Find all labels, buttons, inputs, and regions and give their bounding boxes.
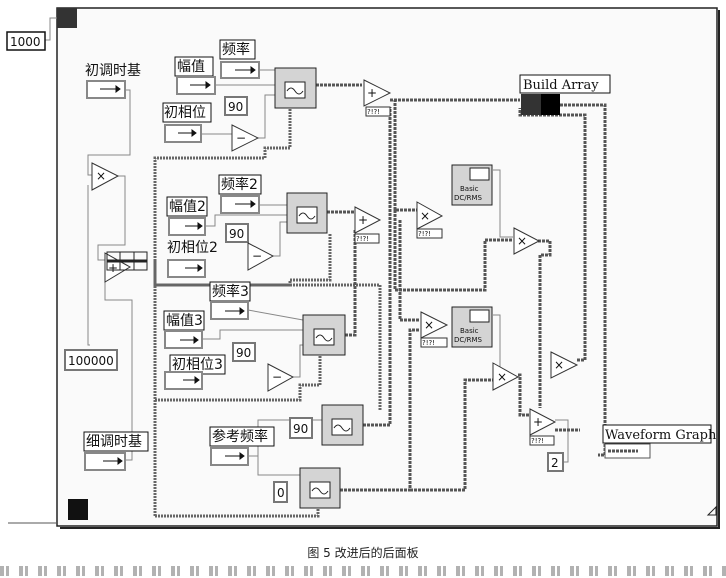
svg-text:90: 90 — [293, 422, 308, 436]
multiply-node-5[interactable]: × — [550, 351, 579, 379]
decorative-border — [0, 566, 726, 576]
svg-text:Basic: Basic — [460, 327, 479, 335]
svg-text:幅值2: 幅值2 — [169, 199, 206, 215]
control-fine-timebase[interactable]: 细调时基 — [83, 431, 149, 471]
svg-text:+: + — [108, 261, 118, 275]
svg-text:Waveform Graph: Waveform Graph — [605, 428, 717, 443]
control-phase[interactable]: 初相位 — [162, 102, 212, 143]
thin-wires — [45, 17, 569, 476]
multiply-node-1[interactable]: ×?!?! — [416, 201, 444, 239]
svg-text:初调时基: 初调时基 — [85, 62, 141, 79]
svg-text:×: × — [424, 318, 434, 332]
control-coarse-timebase[interactable]: 初调时基 — [85, 62, 141, 99]
constant-90-2[interactable]: 90 — [225, 223, 249, 243]
svg-text:?!?!: ?!?! — [356, 235, 369, 243]
svg-text:幅值3: 幅值3 — [166, 313, 203, 329]
svg-text:+: + — [533, 415, 543, 429]
multiply-node-4[interactable]: × — [492, 362, 520, 391]
svg-text:×: × — [420, 209, 430, 223]
fine-scale-constant[interactable]: 100000 — [64, 349, 118, 371]
svg-text:−: − — [252, 249, 262, 263]
svg-text:?!?!: ?!?! — [418, 230, 431, 238]
sine-waveform-vi-2[interactable] — [286, 192, 328, 234]
control-amplitude2[interactable]: 幅值2 — [166, 196, 208, 236]
resize-corner-icon — [706, 505, 717, 516]
svg-text:频率2: 频率2 — [221, 176, 258, 193]
svg-text:参考频率: 参考频率 — [212, 428, 268, 445]
figure-caption: 图 5 改进后的后面板 — [307, 546, 419, 560]
control-frequency[interactable]: 频率 — [219, 39, 260, 79]
loop-iteration-terminal — [57, 8, 77, 28]
svg-text:?!?!: ?!?! — [422, 339, 435, 347]
waveform-wires — [316, 83, 607, 492]
sine-waveform-vi-ref0[interactable] — [299, 467, 341, 509]
multiply-node-2[interactable]: × — [513, 227, 541, 255]
multiply-node-3[interactable]: ×?!?! — [420, 311, 449, 348]
svg-text:0: 0 — [277, 486, 285, 500]
svg-text:?!?!: ?!?! — [367, 108, 380, 116]
svg-text:Basic: Basic — [460, 185, 479, 193]
svg-text:−: − — [236, 131, 246, 145]
svg-text:细调时基: 细调时基 — [86, 433, 142, 450]
svg-text:×: × — [96, 169, 106, 183]
multiply-node-timebase[interactable]: × — [91, 162, 120, 191]
control-reference-frequency[interactable]: 参考频率 — [209, 426, 275, 466]
constant-90-4[interactable]: 90 — [289, 417, 313, 439]
build-array-node[interactable]: Build Array — [519, 74, 611, 115]
loop-count-constant[interactable]: 1000 — [6, 31, 46, 51]
svg-text:初相位3: 初相位3 — [172, 356, 223, 373]
add-node-2[interactable]: +?!?! — [354, 206, 382, 244]
loop-condition-terminal[interactable] — [68, 499, 88, 520]
svg-text:+: + — [367, 86, 377, 100]
svg-text:DC/RMS: DC/RMS — [454, 194, 483, 202]
add-node-3[interactable]: +?!?! — [529, 408, 557, 446]
svg-text:×: × — [497, 370, 507, 384]
subtract-node-2[interactable]: − — [247, 242, 275, 271]
control-phase2[interactable]: 初相位2 — [167, 239, 218, 278]
constant-zero[interactable]: 0 — [273, 481, 288, 503]
svg-text:×: × — [554, 358, 564, 372]
constant-90-3[interactable]: 90 — [232, 342, 256, 362]
svg-text:90: 90 — [228, 100, 243, 114]
svg-text:初相位2: 初相位2 — [167, 239, 218, 256]
svg-text:初相位: 初相位 — [164, 104, 206, 121]
svg-text:+: + — [358, 213, 368, 227]
control-frequency3[interactable]: 频率3 — [209, 281, 251, 320]
svg-text:频率: 频率 — [222, 41, 250, 58]
svg-text:90: 90 — [229, 227, 244, 241]
control-phase3[interactable]: 初相位3 — [164, 354, 226, 390]
svg-text:−: − — [272, 370, 282, 384]
sine-waveform-vi-ref[interactable] — [321, 404, 364, 446]
add-node-1[interactable]: +?!?! — [363, 79, 392, 117]
control-frequency2[interactable]: 频率2 — [218, 174, 262, 214]
svg-text:1000: 1000 — [10, 35, 41, 49]
svg-text:Build Array: Build Array — [523, 78, 599, 93]
control-amplitude3[interactable]: 幅值3 — [163, 310, 205, 349]
svg-text:频率3: 频率3 — [212, 283, 249, 300]
svg-text:90: 90 — [236, 346, 251, 360]
svg-text:×: × — [517, 234, 527, 248]
subtract-node-1[interactable]: − — [231, 124, 260, 152]
constant-90-1[interactable]: 90 — [224, 96, 248, 116]
waveform-graph-terminal[interactable]: Waveform Graph — [602, 424, 717, 459]
add-array-node[interactable]: + — [104, 251, 148, 283]
sine-waveform-vi-1[interactable] — [274, 67, 317, 109]
svg-text:?!?!: ?!?! — [531, 437, 544, 445]
constant-two[interactable]: 2 — [547, 452, 564, 472]
svg-text:2: 2 — [551, 456, 559, 470]
svg-text:100000: 100000 — [68, 354, 114, 368]
sine-waveform-vi-3[interactable] — [302, 314, 346, 356]
subtract-node-3[interactable]: − — [267, 363, 295, 392]
control-amplitude[interactable]: 幅值 — [174, 56, 216, 95]
svg-text:幅值: 幅值 — [177, 59, 205, 75]
svg-text:DC/RMS: DC/RMS — [454, 336, 483, 344]
